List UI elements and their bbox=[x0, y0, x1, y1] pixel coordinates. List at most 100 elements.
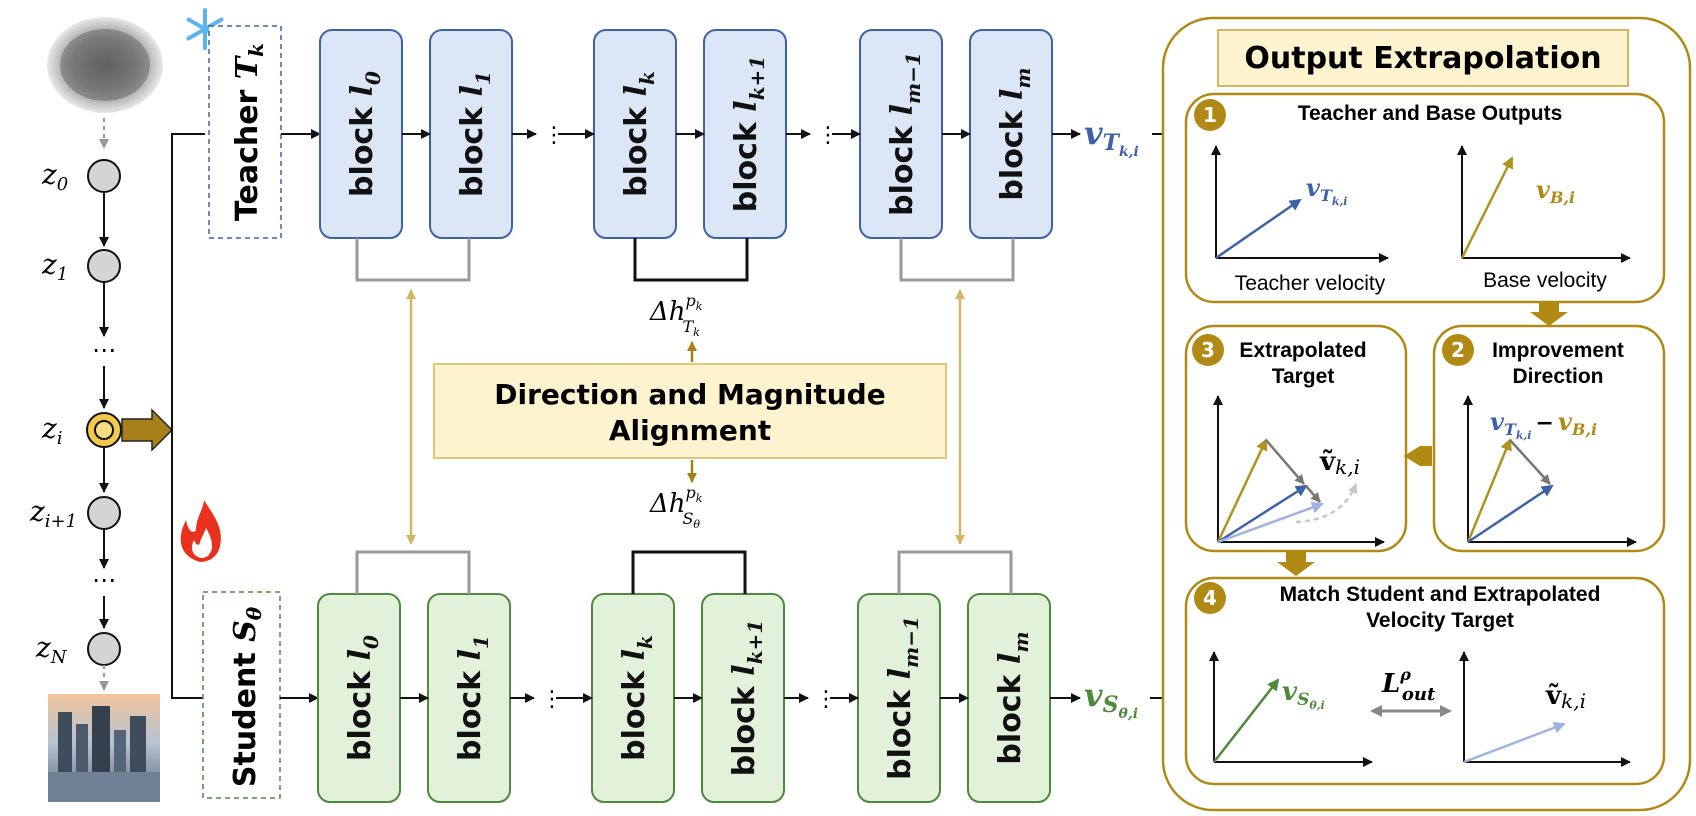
teacher-chain-dots-2: ⋮ bbox=[817, 123, 839, 148]
extrapolation-title-box bbox=[1217, 29, 1629, 87]
step4-title-line2: Velocity Target bbox=[1366, 609, 1514, 632]
student-bracket-k bbox=[631, 550, 747, 594]
latent-label-z0: z0 bbox=[41, 158, 68, 195]
student-label: Student Sθ bbox=[228, 606, 266, 787]
teacher-label: Teacher Tk bbox=[230, 43, 268, 221]
teacher-block-label-0: block l0 bbox=[345, 71, 385, 197]
step4-vs-label: vSθ,i bbox=[1282, 677, 1325, 712]
student-output-label: vSθ,i bbox=[1084, 676, 1138, 722]
teacher-chain-dots-1: ⋮ bbox=[543, 123, 565, 148]
student-block-label-1: block l1 bbox=[453, 635, 493, 761]
alignment-title-line1: Direction and Magnitude bbox=[494, 378, 885, 411]
branch-connectors bbox=[171, 133, 205, 699]
step2-panel: 2 Improvement Direction vTk,i−vB,i bbox=[1432, 324, 1666, 553]
step4-title-line1: Match Student and Extrapolated bbox=[1280, 583, 1601, 606]
latent-label-zi: zi bbox=[41, 412, 63, 449]
noise-image bbox=[47, 17, 163, 113]
student-block-2: block lk bbox=[591, 593, 675, 803]
step1-badge bbox=[1194, 99, 1226, 131]
step1-teacher-caption: Teacher velocity bbox=[1235, 272, 1386, 295]
student-block-1: block l1 bbox=[427, 593, 511, 803]
teacher-block-5: block lm bbox=[969, 29, 1053, 239]
student-bracket-m bbox=[897, 550, 1013, 594]
step4-target-vector bbox=[1463, 721, 1566, 764]
student-row: Student Sθ block l0 block l1 block lk block… bbox=[180, 500, 1187, 803]
latent-label-z1: z1 bbox=[41, 248, 68, 285]
latent-label-zi1: zi+1 bbox=[29, 495, 77, 532]
teacher-bracket-1 bbox=[355, 238, 471, 282]
teacher-block-3: block lk+1 bbox=[703, 29, 787, 239]
step1-vt-label: vTk,i bbox=[1306, 173, 1348, 208]
svg-text:4: 4 bbox=[1203, 586, 1217, 610]
step2-difference-label: vTk,i−vB,i bbox=[1490, 407, 1597, 442]
step4-panel: 4 Match Student and Extrapolated Velocit… bbox=[1184, 576, 1666, 786]
extrapolation-panel: Output Extrapolation 1 Teacher and Base … bbox=[1161, 16, 1692, 812]
teacher-block-label-1: block l1 bbox=[455, 71, 495, 197]
teacher-bracket-m bbox=[899, 238, 1015, 282]
step2-title-line2: Direction bbox=[1512, 365, 1603, 388]
step1-title: Teacher and Base Outputs bbox=[1298, 102, 1563, 125]
student-block-label-3: block lk+1 bbox=[727, 620, 767, 776]
teacher-block-0: block l0 bbox=[319, 29, 403, 239]
step3-badge bbox=[1192, 334, 1224, 366]
student-bracket-1 bbox=[355, 550, 471, 594]
latent-chain: z0 z1 ⋯ zi zi+1 ⋯ zN bbox=[29, 17, 174, 802]
latent-node-z0 bbox=[87, 159, 121, 193]
teacher-block-1: block l1 bbox=[429, 29, 513, 239]
student-block-label-4: block lm−1 bbox=[883, 616, 923, 780]
latent-dots-b: ⋯ bbox=[92, 566, 116, 594]
step1-base-vector bbox=[1460, 156, 1514, 259]
step4-badge bbox=[1194, 582, 1226, 614]
student-block-label-0: block l0 bbox=[343, 635, 383, 761]
fire-icon bbox=[180, 500, 221, 562]
step3-target-label: ṽk,i bbox=[1319, 447, 1360, 479]
latent-node-zN bbox=[87, 632, 121, 666]
step3-title-line2: Target bbox=[1272, 365, 1335, 388]
teacher-block-label-5: block lm bbox=[995, 67, 1035, 200]
student-block-0: block l0 bbox=[317, 593, 401, 803]
step1-vb-label: vB,i bbox=[1536, 175, 1575, 207]
teacher-block-2: block lk bbox=[593, 29, 677, 239]
alignment-box bbox=[433, 363, 947, 459]
latent-node-z1 bbox=[87, 249, 121, 283]
student-block-5: block lm bbox=[967, 593, 1051, 803]
latent-dots-a: ⋯ bbox=[92, 336, 116, 364]
student-chain-dots-1: ⋮ bbox=[541, 687, 563, 712]
generated-city-image bbox=[48, 694, 160, 802]
svg-text:2: 2 bbox=[1451, 338, 1465, 362]
extrapolation-title: Output Extrapolation bbox=[1244, 41, 1601, 76]
teacher-bracket-k bbox=[633, 238, 749, 282]
teacher-block-label-3: block lk+1 bbox=[729, 56, 769, 212]
step1-base-caption: Base velocity bbox=[1483, 269, 1607, 292]
svg-text:3: 3 bbox=[1201, 338, 1215, 362]
step4-student-vector bbox=[1213, 678, 1280, 763]
step2-badge bbox=[1442, 334, 1474, 366]
student-chain-dots-2: ⋮ bbox=[815, 687, 837, 712]
flow-arrow-2-3 bbox=[1404, 446, 1432, 466]
student-label-box bbox=[202, 591, 281, 799]
student-block-4: block lm−1 bbox=[857, 593, 941, 803]
step1-teacher-vector bbox=[1215, 198, 1302, 260]
teacher-block-label-4: block lm−1 bbox=[885, 52, 925, 216]
student-block-3: block lk+1 bbox=[701, 593, 785, 803]
teacher-output-label: vTk,i bbox=[1084, 114, 1139, 160]
teacher-block-label-2: block lk bbox=[619, 71, 659, 197]
step4-target-label: ṽk,i bbox=[1545, 681, 1586, 713]
student-block-label-2: block lk bbox=[617, 635, 657, 761]
latent-node-zi1 bbox=[87, 496, 121, 530]
step1-panel: 1 Teacher and Base Outputs vTk,i Teacher… bbox=[1184, 92, 1666, 304]
step3-panel: 3 Extrapolated Target ṽk,i bbox=[1184, 324, 1408, 553]
step3-title-line1: Extrapolated bbox=[1239, 339, 1366, 362]
teacher-label-box bbox=[208, 25, 282, 239]
step2-title-line1: Improvement bbox=[1492, 339, 1624, 362]
flow-arrow-3-4 bbox=[1277, 552, 1315, 576]
latent-label-zN: zN bbox=[35, 631, 68, 668]
selection-arrow bbox=[121, 408, 174, 452]
alignment-title-line2: Alignment bbox=[609, 414, 771, 447]
flow-arrow-1-2 bbox=[1530, 302, 1568, 326]
